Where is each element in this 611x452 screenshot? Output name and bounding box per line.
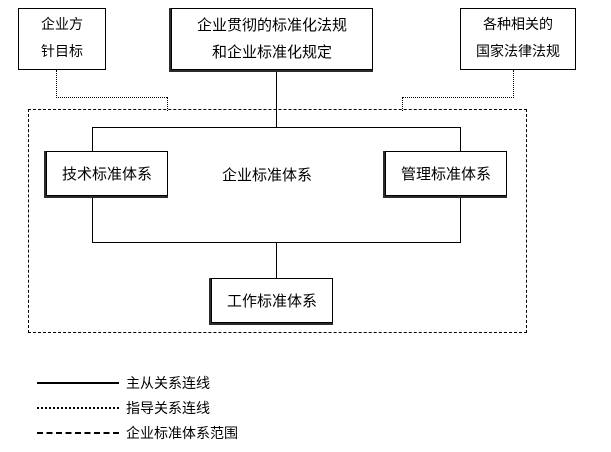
enterprise-standard-system-scope [28, 109, 527, 333]
box-national-laws-line-2: 国家法律法规 [476, 44, 560, 60]
box-technical-standard-system: 技术标准体系 [46, 151, 168, 196]
box-standardization-regulations-line-2: 和企业标准化规定 [211, 43, 332, 61]
box-technical-standard-system-label: 技术标准体系 [61, 165, 152, 183]
legend-item-guidance: 指导关系连线 [37, 395, 238, 420]
legend-item-master-slave: 主从关系连线 [37, 370, 238, 395]
legend: 主从关系连线 指导关系连线 企业标准体系范围 [37, 370, 238, 445]
box-policy-goals-line-1: 企业方 [41, 17, 83, 33]
box-work-standard-system-label: 工作标准体系 [226, 292, 317, 310]
connector-system-to-work-standard [276, 242, 277, 279]
legend-item-scope: 企业标准体系范围 [37, 420, 238, 445]
box-national-laws: 各种相关的 国家法律法规 [460, 8, 576, 70]
legend-label-guidance: 指导关系连线 [126, 400, 210, 417]
legend-sample-dashed-line [37, 431, 119, 434]
box-standardization-regulations-line-1: 企业贯彻的标准化法规 [196, 16, 347, 34]
box-standardization-regulations: 企业贯彻的标准化法规 和企业标准化规定 [171, 8, 373, 70]
scope-label: 企业标准体系 [192, 164, 342, 185]
connector-policy-vertical-lower [167, 97, 168, 111]
legend-sample-solid-line [37, 381, 119, 384]
connector-policy-horizontal [56, 97, 167, 98]
connector-laws-vertical-lower [402, 97, 403, 111]
connector-regulations-to-system [276, 70, 277, 128]
legend-label-master-slave: 主从关系连线 [126, 375, 210, 392]
connector-policy-vertical-upper [56, 70, 57, 98]
legend-label-scope: 企业标准体系范围 [126, 425, 238, 442]
connector-laws-vertical-upper [513, 70, 514, 98]
connector-laws-horizontal [402, 97, 514, 98]
box-work-standard-system: 工作标准体系 [211, 278, 333, 323]
legend-sample-dotted-line [37, 406, 119, 409]
box-management-standard-system-label: 管理标准体系 [400, 165, 491, 183]
box-management-standard-system: 管理标准体系 [385, 151, 507, 196]
box-national-laws-line-1: 各种相关的 [483, 17, 553, 33]
box-policy-goals-line-2: 针目标 [41, 44, 83, 60]
box-policy-goals: 企业方 针目标 [18, 8, 106, 70]
